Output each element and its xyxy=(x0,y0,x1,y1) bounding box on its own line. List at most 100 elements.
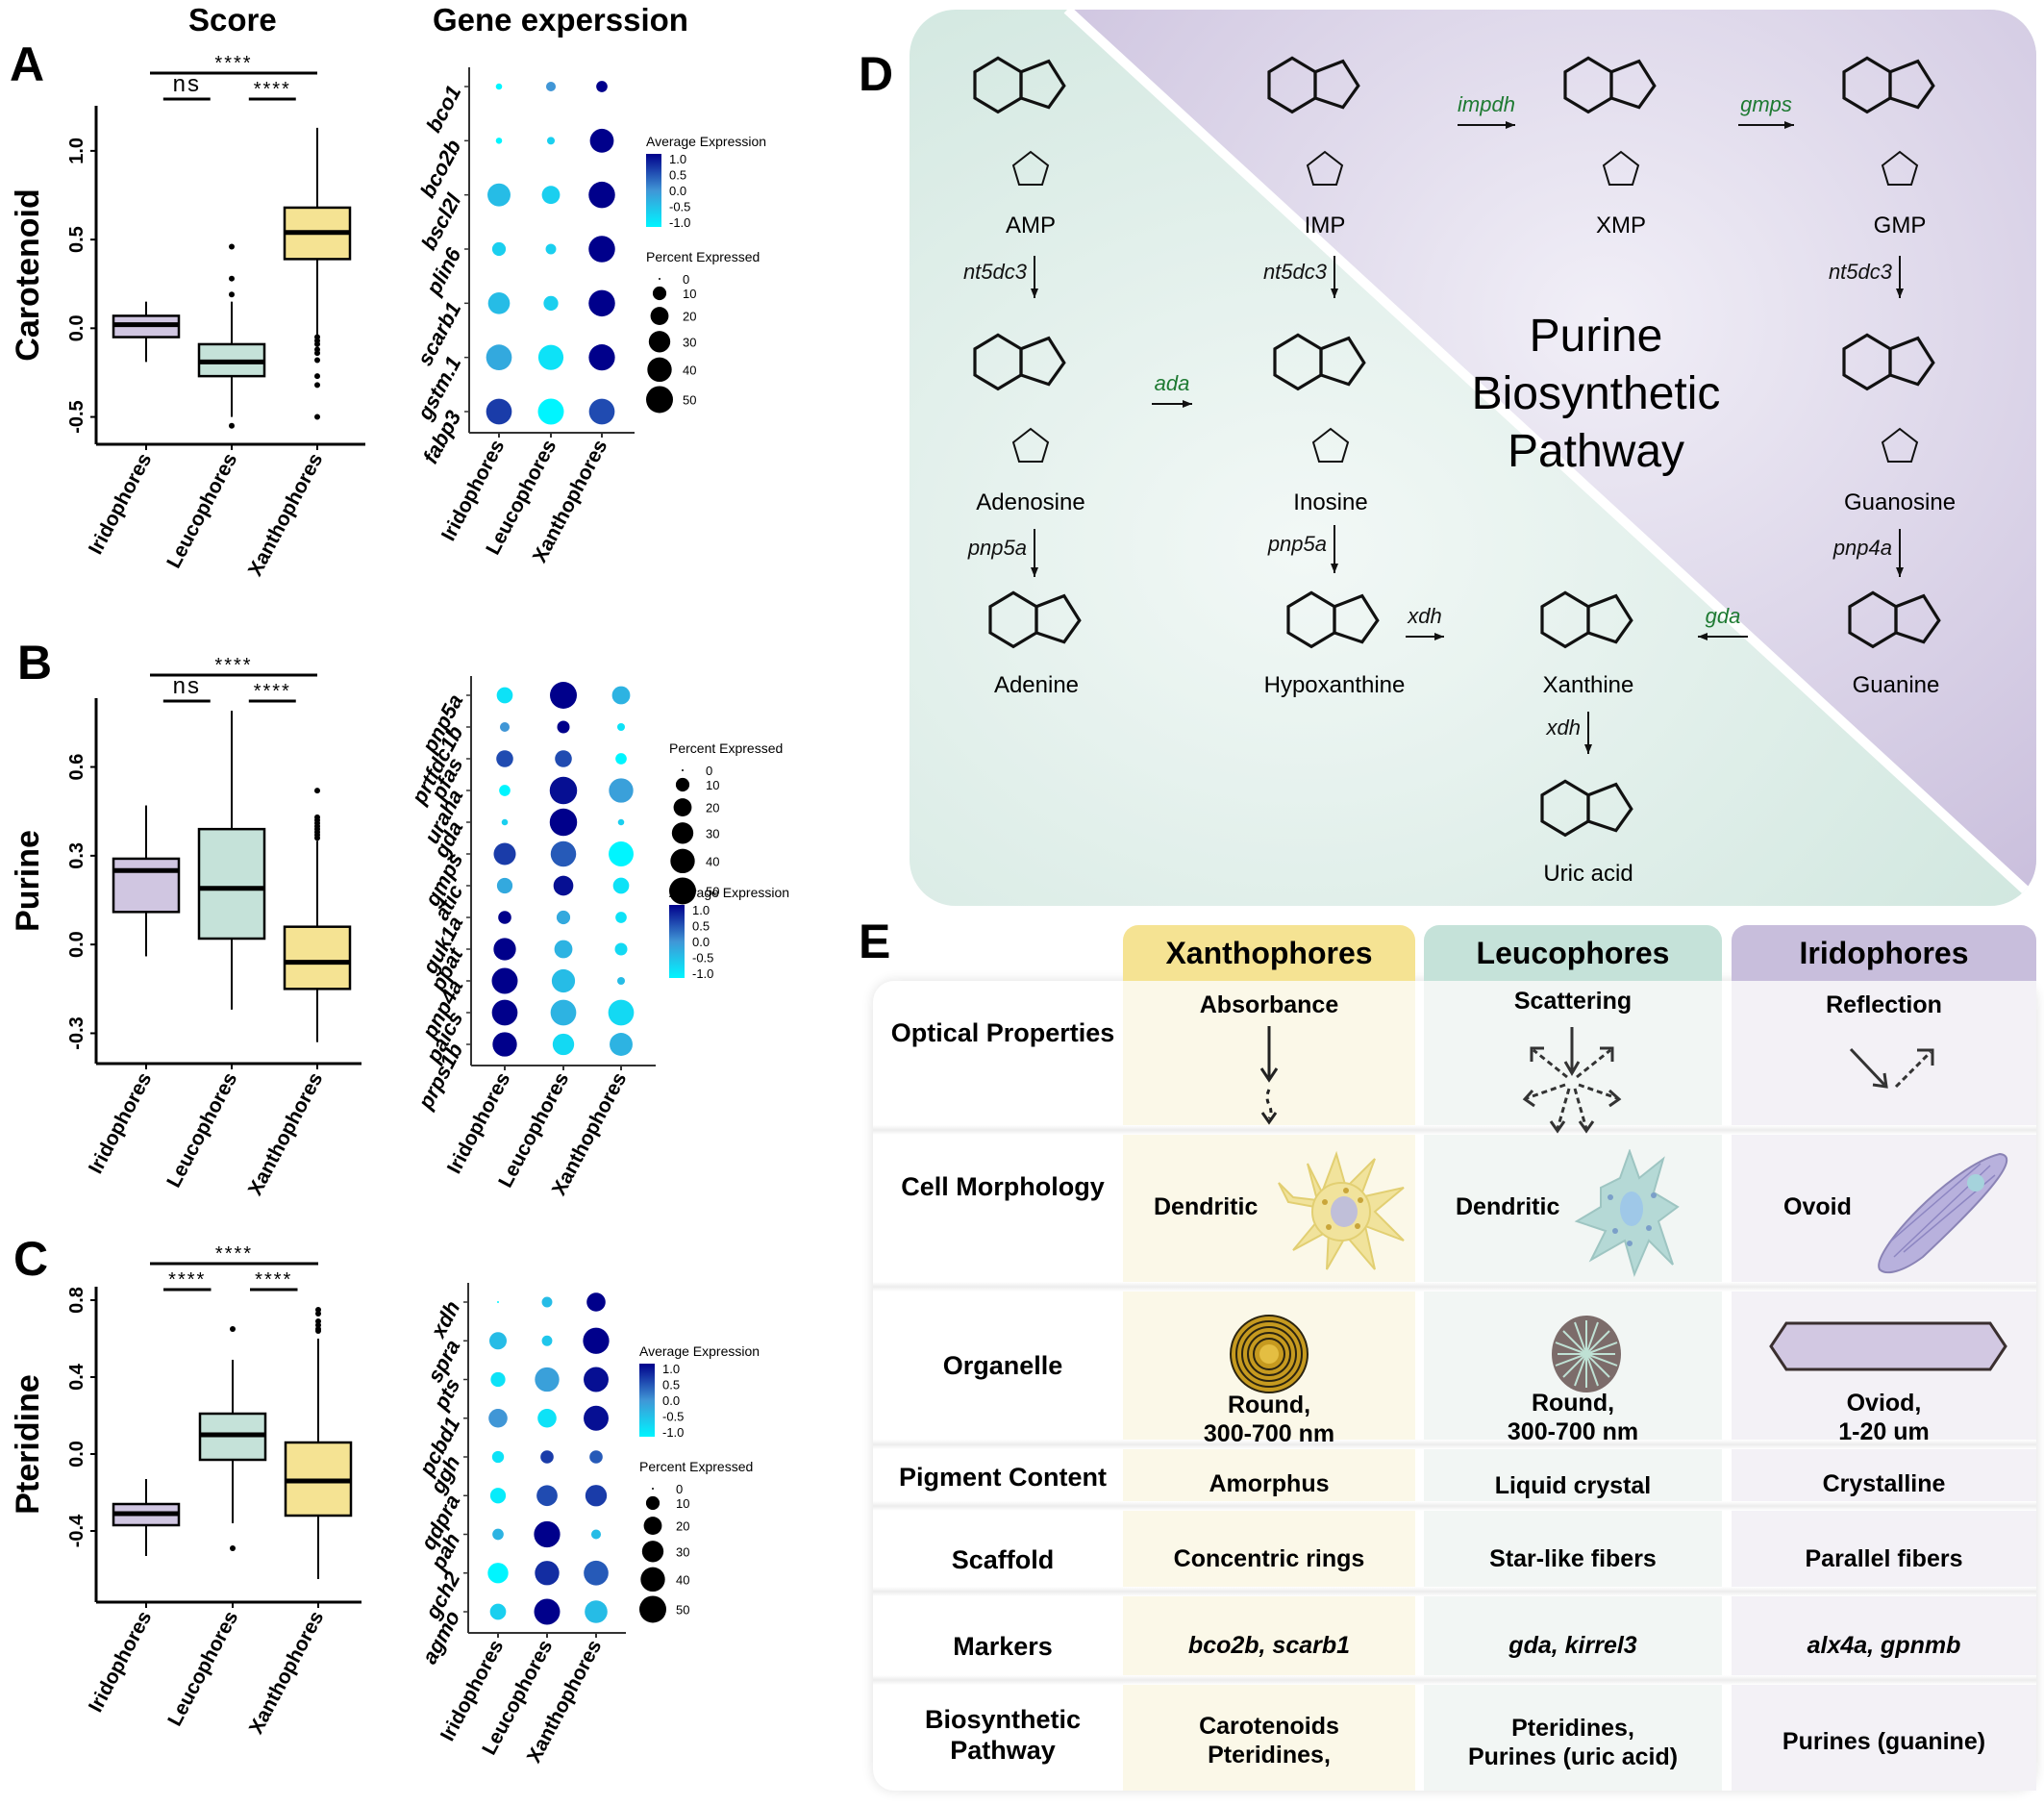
expression-dot xyxy=(489,1603,507,1620)
size-legend-tick: 20 xyxy=(676,1519,689,1534)
size-legend-dot xyxy=(643,1517,662,1535)
enzyme-label: xdh xyxy=(1546,715,1581,740)
compound-label-uric-acid: Uric acid xyxy=(1543,861,1633,887)
enzyme-label: gmps xyxy=(1740,92,1792,116)
row-label-scaffold: Scaffold xyxy=(951,1545,1055,1574)
gene-label: prps1b xyxy=(412,1040,467,1114)
header-xanthophores: Xanthophores xyxy=(1123,925,1415,981)
expression-dot xyxy=(487,183,511,207)
expression-dot xyxy=(588,289,615,317)
outlier-point xyxy=(314,382,320,389)
expression-dot xyxy=(615,912,627,923)
expression-dot xyxy=(545,243,557,255)
color-legend-bar xyxy=(669,905,685,978)
y-tick-label: 0.0 xyxy=(66,1441,87,1467)
expression-dot xyxy=(492,1528,504,1541)
leucophore-cell-icon xyxy=(1574,1149,1680,1277)
significance-label: **** xyxy=(214,655,252,676)
scattering-arrows-icon xyxy=(1522,1027,1622,1134)
size-legend-tick: 50 xyxy=(676,1602,689,1617)
box-xanthophores xyxy=(283,925,352,991)
cell-scaffold-irido: Parallel fibers xyxy=(1805,1545,1963,1572)
compound-label-adenine: Adenine xyxy=(994,672,1079,698)
expression-dot xyxy=(536,1485,558,1507)
expression-dot xyxy=(590,1529,602,1540)
expression-dot xyxy=(535,1561,560,1586)
y-tick-label: 0.6 xyxy=(66,754,87,781)
pathway-title: Purine Biosynthetic Pathway xyxy=(1356,308,1836,481)
x-tick-label: Iridophores xyxy=(85,450,157,559)
size-legend-dot xyxy=(671,822,694,844)
y-tick-label: 0.0 xyxy=(66,931,87,958)
color-legend-title: Average Expression xyxy=(639,1343,760,1359)
size-legend-tick: 50 xyxy=(706,884,719,898)
expression-dot xyxy=(495,83,503,90)
sugar-ring xyxy=(1602,150,1640,186)
cell-markers-leuco: gda, kirrel3 xyxy=(1508,1632,1637,1659)
arrowhead xyxy=(1183,400,1192,408)
size-legend-tick: 40 xyxy=(683,363,696,377)
size-legend-dot xyxy=(639,1595,666,1623)
size-legend-dot xyxy=(673,798,692,816)
row-divider xyxy=(873,1501,2036,1511)
expression-dot xyxy=(534,1520,561,1548)
color-legend-bar xyxy=(639,1364,655,1437)
absorbance-arrow-icon xyxy=(1259,1026,1279,1125)
size-legend-tick: 30 xyxy=(706,826,719,840)
row-divider xyxy=(873,1675,2036,1685)
color-legend-tick: -1.0 xyxy=(692,966,713,981)
size-legend-dot xyxy=(669,877,696,905)
size-legend-dot xyxy=(670,848,695,874)
header-iridophores: Iridophores xyxy=(1732,925,2036,981)
significance-label: **** xyxy=(168,1269,206,1291)
cell-pathway-irido: Purines (guanine) xyxy=(1782,1728,1986,1755)
molecule-structure xyxy=(1563,56,1657,114)
gene-label: bscl2l xyxy=(416,188,466,254)
outlier-point xyxy=(314,835,320,841)
molecule-structure xyxy=(1842,56,1935,114)
expression-dot xyxy=(583,1327,610,1354)
expression-dot xyxy=(491,241,507,257)
panel-letter-d: D xyxy=(859,47,894,101)
size-legend-dot xyxy=(640,1567,665,1593)
outlier-point xyxy=(314,357,320,364)
enzyme-label: nt5dc3 xyxy=(963,260,1028,284)
compound-label-gmp: GMP xyxy=(1874,213,1927,238)
expression-dot xyxy=(537,398,564,425)
size-legend-title: Percent Expressed xyxy=(669,740,783,756)
iridophore-cell-icon xyxy=(1878,1152,2008,1274)
molecule-structure xyxy=(1267,56,1360,114)
row-label-pathway: Biosynthetic Pathway xyxy=(924,1705,1082,1765)
expression-dot xyxy=(491,967,518,994)
x-tick-label: Xanthophores xyxy=(244,1069,328,1199)
expression-dot xyxy=(553,875,574,896)
expression-dot xyxy=(589,1450,603,1464)
outlier-point xyxy=(229,291,235,298)
cell-pigment-irido: Crystalline xyxy=(1822,1470,1946,1497)
expression-dot xyxy=(487,291,511,314)
pathway-background xyxy=(910,10,2036,906)
cell-morphology-leuco: Dendritic xyxy=(1456,1193,1560,1220)
x-tick-label: Leucophores xyxy=(162,450,241,572)
cell-organelle-irido: Oviod, 1-20 um xyxy=(1838,1390,1930,1445)
expression-dot xyxy=(614,942,628,956)
expression-dot xyxy=(496,750,513,767)
arrowhead xyxy=(1896,288,1904,298)
color-legend-tick: 0.0 xyxy=(692,935,710,949)
sugar-ring xyxy=(1311,427,1350,463)
color-legend-title: Average Expression xyxy=(669,885,789,900)
row-divider xyxy=(873,1282,2036,1292)
cell-optical-leuco: Scattering xyxy=(1513,988,1633,1015)
cell-organelle-leuco: Round, 300-700 nm xyxy=(1507,1390,1639,1445)
cell-scaffold-xantho: Concentric rings xyxy=(1173,1545,1365,1572)
expression-dot xyxy=(617,723,625,731)
expression-dot xyxy=(495,138,503,144)
y-tick-label: 1.0 xyxy=(66,138,87,164)
gene-label: bco1 xyxy=(421,82,465,137)
pteridine-dotplot: IridophoresLeucophoresXanthophoresxdhspr… xyxy=(413,1283,760,1767)
panel-letter-a: A xyxy=(10,38,45,91)
color-legend-bar xyxy=(646,154,661,227)
expression-dot xyxy=(488,1408,508,1428)
y-axis-label: Carotenoid xyxy=(10,188,46,361)
